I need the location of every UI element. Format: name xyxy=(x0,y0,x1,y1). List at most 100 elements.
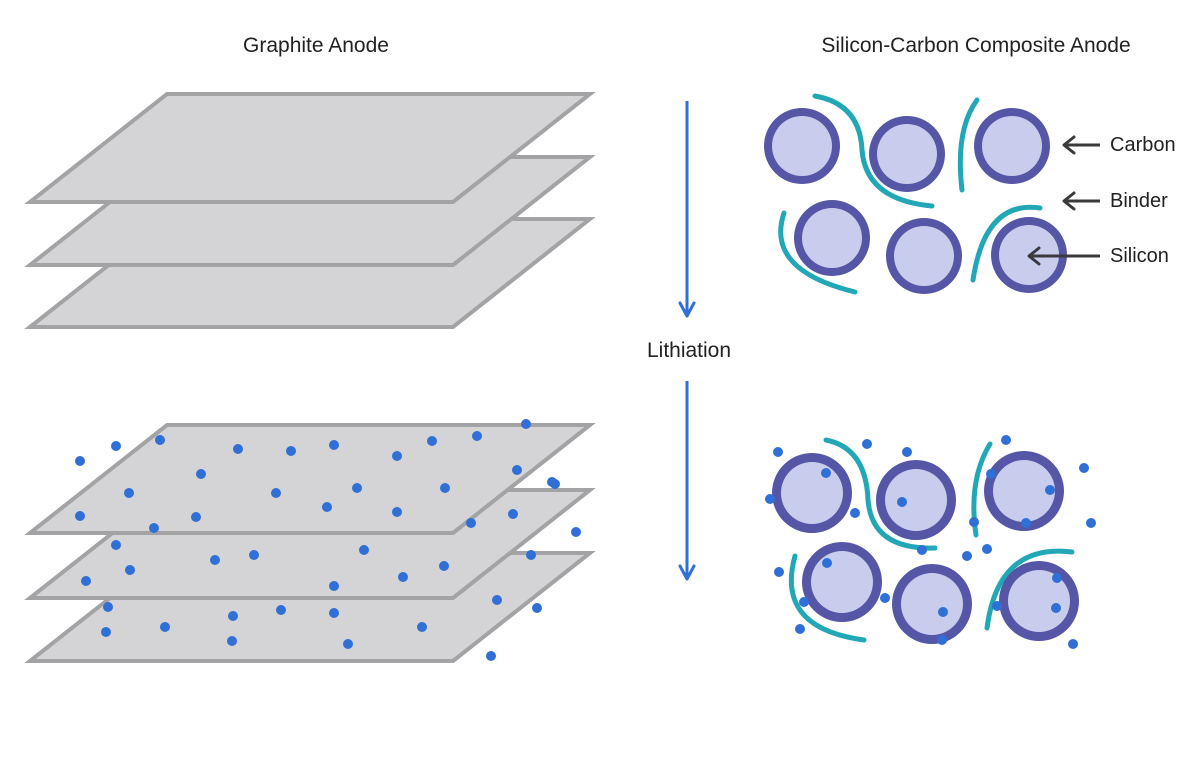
lithium-ion xyxy=(1079,463,1089,473)
lithium-ion xyxy=(101,627,111,637)
lithium-ion xyxy=(124,488,134,498)
silicon-particle xyxy=(984,451,1064,531)
silicon-core xyxy=(1008,570,1070,632)
lithium-ion xyxy=(938,607,948,617)
lithium-ion xyxy=(821,468,831,478)
lithium-ion xyxy=(249,550,259,560)
silicon-core xyxy=(982,116,1042,176)
lithium-ion xyxy=(521,419,531,429)
lithium-ion xyxy=(271,488,281,498)
lithium-ion xyxy=(329,581,339,591)
lithium-ion xyxy=(398,572,408,582)
binder-strand xyxy=(970,204,1043,283)
lithium-ion xyxy=(508,509,518,519)
lithium-ion xyxy=(392,507,402,517)
lithium-ion xyxy=(472,431,482,441)
lithium-ion xyxy=(897,497,907,507)
lithium-ion xyxy=(417,622,427,632)
lithium-ion xyxy=(196,469,206,479)
graphite-lithium-ions xyxy=(75,419,581,661)
lithium-ion xyxy=(155,435,165,445)
lithiation-arrow-bottom xyxy=(678,381,696,581)
silicon-core xyxy=(901,573,963,635)
lithium-ion xyxy=(982,544,992,554)
silicon-particle xyxy=(876,460,956,540)
silicon-particle xyxy=(869,116,945,192)
graphite-sheet xyxy=(24,92,596,204)
lithium-ion xyxy=(492,595,502,605)
silicon-core xyxy=(993,460,1055,522)
composite-lithium-ions xyxy=(765,435,1096,649)
lithium-ion xyxy=(75,456,85,466)
lithium-ion xyxy=(880,593,890,603)
lithium-ion xyxy=(286,446,296,456)
binder-strand xyxy=(823,437,938,551)
lithium-ion xyxy=(1086,518,1096,528)
silicon-particle xyxy=(892,564,972,644)
lithium-ion xyxy=(439,561,449,571)
lithium-ion xyxy=(427,436,437,446)
carbon-label: Carbon xyxy=(1110,134,1176,156)
silicon-particle xyxy=(802,542,882,622)
graphite-anode-title: Graphite Anode xyxy=(243,34,389,57)
lithium-ion xyxy=(917,545,927,555)
lithium-ion xyxy=(765,494,775,504)
lithium-ion xyxy=(799,597,809,607)
lithium-ion xyxy=(359,545,369,555)
binder-strand xyxy=(778,210,858,295)
lithium-ion xyxy=(149,523,159,533)
lithium-ion xyxy=(547,477,557,487)
lithium-ion xyxy=(210,555,220,565)
graphite-stack-pristine xyxy=(24,92,596,329)
lithium-ion xyxy=(532,603,542,613)
lithium-ion xyxy=(329,440,339,450)
lithium-ion xyxy=(969,517,979,527)
binder-strand xyxy=(812,93,935,209)
composite-lithiated xyxy=(772,437,1079,644)
lithium-ion xyxy=(466,518,476,528)
lithium-ion xyxy=(191,512,201,522)
binder-strand xyxy=(984,548,1075,631)
silicon-core xyxy=(772,116,832,176)
lithium-ion xyxy=(850,508,860,518)
silicon-particle xyxy=(764,108,840,184)
lithium-ion xyxy=(571,527,581,537)
lithium-ion xyxy=(526,550,536,560)
binder-callout: Binder xyxy=(1062,190,1168,212)
lithium-ion xyxy=(902,447,912,457)
lithiation-label: Lithiation xyxy=(647,339,731,362)
binder-label: Binder xyxy=(1110,190,1168,212)
lithium-ion xyxy=(125,565,135,575)
composite-anode-title: Silicon-Carbon Composite Anode xyxy=(821,34,1130,57)
lithium-ion xyxy=(1051,603,1061,613)
silicon-core xyxy=(885,469,947,531)
lithium-ion xyxy=(1068,639,1078,649)
lithium-ion xyxy=(992,601,1002,611)
lithium-ion xyxy=(81,576,91,586)
silicon-core xyxy=(802,208,862,268)
silicon-particle xyxy=(772,453,852,533)
lithium-ion xyxy=(276,605,286,615)
lithium-ion xyxy=(329,608,339,618)
lithium-ion xyxy=(822,558,832,568)
silicon-callout: Silicon xyxy=(1027,245,1169,267)
lithium-ion xyxy=(1045,485,1055,495)
lithium-ion xyxy=(486,651,496,661)
lithium-ion xyxy=(233,444,243,454)
lithium-ion xyxy=(1001,435,1011,445)
lithiation-arrow-top xyxy=(678,101,696,318)
silicon-label: Silicon xyxy=(1110,245,1169,267)
lithium-ion xyxy=(343,639,353,649)
lithium-ion xyxy=(795,624,805,634)
lithium-ion xyxy=(322,502,332,512)
carbon-callout: Carbon xyxy=(1062,134,1176,156)
silicon-core xyxy=(811,551,873,613)
lithium-ion xyxy=(392,451,402,461)
binder-strand xyxy=(957,97,980,193)
composite-pristine xyxy=(764,93,1067,295)
lithium-ion xyxy=(75,511,85,521)
silicon-particle xyxy=(974,108,1050,184)
lithium-ion xyxy=(774,567,784,577)
